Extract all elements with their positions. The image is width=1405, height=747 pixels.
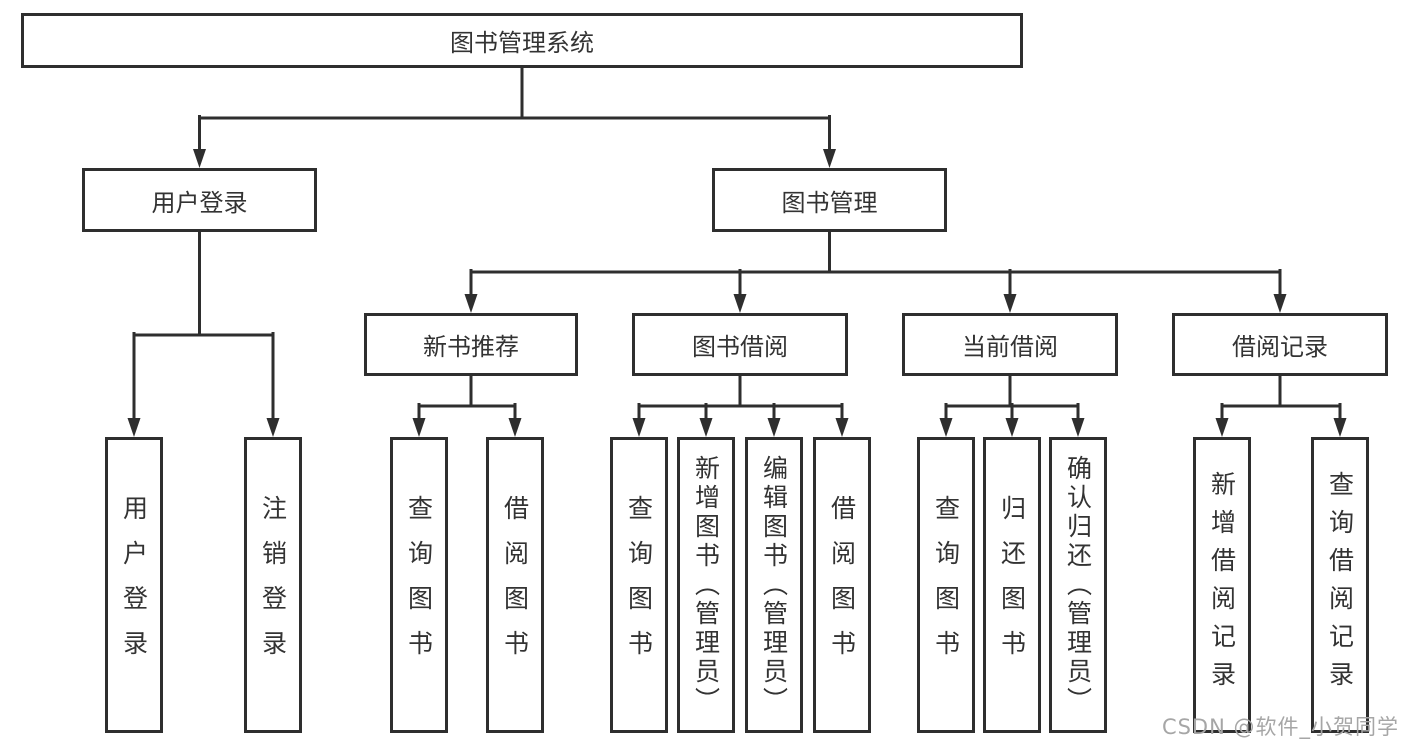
arrowhead-down-icon: [508, 418, 522, 437]
leaf-nbr-borrow-books: 借阅图书: [486, 437, 544, 733]
arrowhead-down-icon: [733, 294, 747, 313]
leaf-bb-edit-books-admin: 编辑图书（管理员）: [745, 437, 803, 733]
leaf-user-login-label: 用户登录: [119, 495, 149, 675]
connector-root-to-level2: [198, 66, 831, 152]
connector-bookborrow-to-leaves: [637, 373, 844, 421]
leaf-cb-confirm-return-admin: 确认归还（管理员）: [1049, 437, 1107, 733]
arrowhead-down-icon: [412, 418, 426, 437]
arrowhead-down-icon: [127, 418, 141, 437]
leaf-nbr-query-books: 查询图书: [390, 437, 448, 733]
node-book-management-label: 图书管理: [781, 188, 878, 217]
arrowhead-down-icon: [1005, 418, 1019, 437]
leaf-logout-label: 注销登录: [258, 495, 288, 675]
node-book-management: 图书管理: [712, 168, 947, 232]
leaf-user-login: 用户登录: [105, 437, 163, 733]
leaf-logout: 注销登录: [244, 437, 302, 733]
leaf-cb-confirm-return-admin-label: 确认归还（管理员）: [1063, 454, 1093, 716]
arrowhead-down-icon: [823, 149, 836, 168]
leaf-cb-query-books-label: 查询图书: [931, 495, 961, 675]
leaf-bb-query-books-label: 查询图书: [624, 495, 654, 675]
arrowhead-down-icon: [1333, 418, 1347, 437]
connector-lines: [132, 66, 1342, 421]
connector-bookmgmt-to-level3: [469, 229, 1282, 297]
node-user-login-label: 用户登录: [151, 188, 248, 217]
leaf-br-add-record-label: 新增借阅记录: [1207, 471, 1237, 699]
csdn-watermark: CSDN @软件_小贺同学: [1161, 715, 1399, 739]
leaf-br-query-record-label: 查询借阅记录: [1325, 471, 1355, 699]
leaf-bb-query-books: 查询图书: [610, 437, 668, 733]
leaf-bb-borrow-books: 借阅图书: [813, 437, 871, 733]
arrowhead-down-icon: [1215, 418, 1229, 437]
leaf-bb-add-books-admin: 新增图书（管理员）: [677, 437, 735, 733]
arrowhead-down-icon: [1273, 294, 1287, 313]
leaf-bb-edit-books-admin-label: 编辑图书（管理员）: [759, 454, 789, 716]
node-user-login: 用户登录: [82, 168, 317, 232]
arrowhead-down-icon: [632, 418, 646, 437]
node-root-label: 图书管理系统: [450, 29, 594, 57]
node-current-borrow: 当前借阅: [902, 313, 1118, 376]
node-borrow-records-label: 借阅记录: [1232, 333, 1328, 361]
connector-records-to-leaves: [1220, 373, 1342, 421]
node-new-book-recommend: 新书推荐: [364, 313, 578, 376]
leaf-br-query-record: 查询借阅记录: [1311, 437, 1369, 733]
leaf-nbr-borrow-books-label: 借阅图书: [500, 495, 530, 675]
connector-userlogin-to-leaves: [132, 229, 275, 421]
arrowhead-down-icons: [127, 149, 1347, 437]
arrowhead-down-icon: [699, 418, 713, 437]
connector-currentborrow-to-leaves: [944, 373, 1080, 421]
leaf-nbr-query-books-label: 查询图书: [404, 495, 434, 675]
node-book-borrow-label: 图书借阅: [692, 333, 788, 361]
node-new-book-recommend-label: 新书推荐: [423, 333, 519, 361]
leaf-bb-borrow-books-label: 借阅图书: [827, 495, 857, 675]
node-book-borrow: 图书借阅: [632, 313, 848, 376]
arrowhead-down-icon: [1071, 418, 1085, 437]
node-borrow-records: 借阅记录: [1172, 313, 1388, 376]
connector-newbook-to-leaves: [417, 373, 517, 421]
leaf-cb-query-books: 查询图书: [917, 437, 975, 733]
leaf-cb-return-books-label: 归还图书: [997, 495, 1027, 675]
node-current-borrow-label: 当前借阅: [962, 333, 1058, 361]
leaf-br-add-record: 新增借阅记录: [1193, 437, 1251, 733]
arrowhead-down-icon: [835, 418, 849, 437]
leaf-bb-add-books-admin-label: 新增图书（管理员）: [691, 454, 721, 716]
arrowhead-down-icon: [1003, 294, 1017, 313]
arrowhead-down-icon: [464, 294, 478, 313]
arrowhead-down-icon: [266, 418, 280, 437]
arrowhead-down-icon: [193, 149, 206, 168]
arrowhead-down-icon: [767, 418, 781, 437]
arrowhead-down-icon: [939, 418, 953, 437]
node-root: 图书管理系统: [21, 13, 1023, 68]
leaf-cb-return-books: 归还图书: [983, 437, 1041, 733]
